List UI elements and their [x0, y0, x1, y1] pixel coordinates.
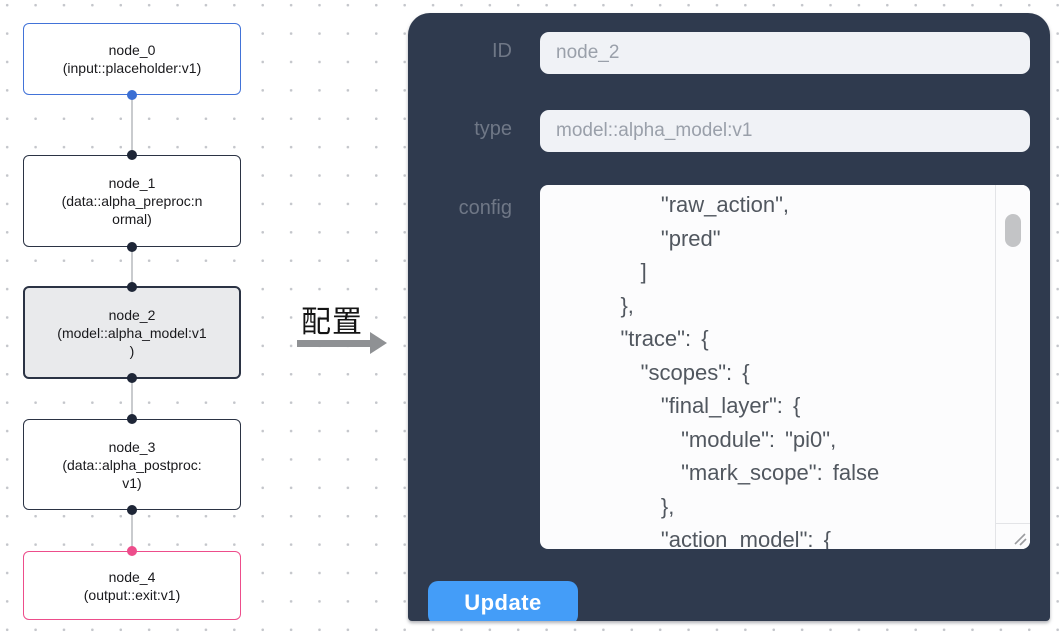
- node-name: node_3: [108, 438, 156, 455]
- node-name: node_4: [108, 568, 156, 585]
- node-name: node_1: [108, 175, 156, 191]
- output-port-icon[interactable]: [127, 505, 137, 515]
- node-type: (input::placeholder:v1): [62, 60, 202, 76]
- flow-node-node_4[interactable]: node_4 (output::exit:v1): [23, 546, 241, 620]
- input-port-icon[interactable]: [127, 282, 137, 292]
- node-type: (data::alpha_preproc:n ormal): [61, 193, 203, 227]
- node-name: node_0: [108, 42, 156, 58]
- node-type: (model::alpha_model:v1 ): [57, 324, 207, 359]
- node-type: (data::alpha_postproc: v1): [62, 456, 202, 491]
- right-arrow-icon: [297, 340, 371, 347]
- config-scrollbar[interactable]: [995, 185, 1030, 523]
- edge-node0-node1: [131, 95, 133, 155]
- node-name: node_2: [108, 306, 156, 323]
- edge-node3-node4: [131, 510, 133, 551]
- right-arrow-head-icon: [370, 332, 387, 354]
- flow-node-node_0[interactable]: node_0 (input::placeholder:v1): [23, 23, 241, 100]
- edge-node2-node3: [131, 379, 133, 419]
- config-field-label: config: [458, 197, 512, 219]
- output-port-icon[interactable]: [127, 90, 137, 100]
- output-port-icon[interactable]: [127, 242, 137, 252]
- configure-arrow-label: 配置: [301, 306, 363, 339]
- update-button[interactable]: Update: [428, 581, 578, 621]
- config-scrollbar-thumb[interactable]: [1005, 214, 1021, 247]
- input-port-icon[interactable]: [127, 150, 137, 160]
- input-port-icon[interactable]: [127, 414, 137, 424]
- flow-node-node_1[interactable]: node_1 (data::alpha_preproc:n ormal): [23, 150, 241, 252]
- textarea-resize-handle[interactable]: [995, 523, 1030, 549]
- config-textarea[interactable]: "raw_action", "pred" ] }, "trace": { "sc…: [540, 185, 1030, 549]
- config-json-text: "raw_action", "pred" ] }, "trace": { "sc…: [620, 192, 880, 549]
- flow-node-node_3[interactable]: node_3 (data::alpha_postproc: v1): [23, 414, 241, 515]
- type-field-label: type: [474, 118, 512, 140]
- flow-node-node_2-selected[interactable]: node_2 (model::alpha_model:v1 ): [23, 282, 241, 383]
- id-input[interactable]: node_2: [540, 32, 1030, 74]
- input-port-icon[interactable]: [127, 546, 137, 556]
- node-config-panel: ID node_2 type model::alpha_model:v1 con…: [408, 13, 1050, 621]
- type-input[interactable]: model::alpha_model:v1: [540, 110, 1030, 152]
- id-field-label: ID: [492, 40, 512, 62]
- output-port-icon[interactable]: [127, 373, 137, 383]
- resize-grip-icon: [1014, 533, 1027, 546]
- edge-node1-node2: [131, 247, 133, 286]
- node-type: (output::exit:v1): [83, 586, 181, 603]
